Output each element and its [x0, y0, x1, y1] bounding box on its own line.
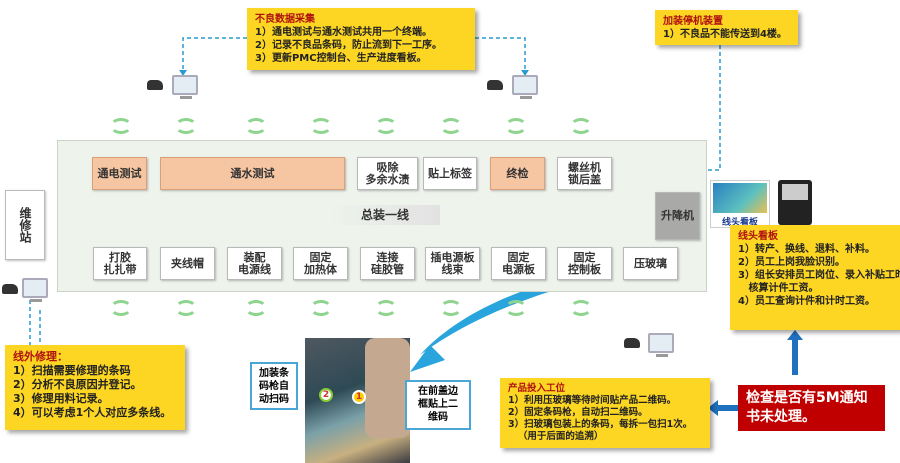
- callout-qrcode: 在前盖边 框贴上二 维码: [405, 380, 471, 430]
- scanner-icon: [147, 80, 163, 90]
- station[interactable]: 插电源板 线束: [425, 247, 480, 280]
- note-line: 1）扫描需要修理的条码: [13, 364, 131, 377]
- note-line: 1）通电测试与通水测试共用一个终端。: [255, 27, 432, 38]
- alert-box: 检查是否有5M通知书未处理。: [738, 385, 885, 431]
- repair-station[interactable]: 维修站: [5, 190, 45, 260]
- note-stop-device: 加装停机装置 1）不良品不能传送到4楼。: [655, 10, 798, 45]
- marker-2: 2: [319, 388, 333, 402]
- note-line: 1）转产、换线、退料、补料。: [738, 244, 875, 255]
- station[interactable]: 打胶 扎扎带: [93, 247, 147, 280]
- note-input-station: 产品投入工位 1）利用压玻璃等待时间贴产品二维码。 2）固定条码枪，自动扫二维码…: [500, 378, 710, 448]
- scanner-icon: [624, 338, 640, 348]
- kanban-image: 线头看板: [710, 180, 770, 228]
- note-line: 2）记录不良品条码，防止流到下一工序。: [255, 40, 442, 51]
- monitor-icon: [22, 278, 48, 302]
- note-line: （用于后面的追溯）: [508, 431, 604, 442]
- station[interactable]: 贴上标签: [423, 157, 477, 190]
- note-line: 核算计件工资。: [738, 283, 819, 294]
- worker-position-icon: [375, 300, 397, 316]
- worker-position-icon: [440, 300, 462, 316]
- lift-station[interactable]: 升降机: [655, 192, 700, 240]
- note-title: 线头看板: [738, 231, 778, 242]
- station[interactable]: 压玻璃: [623, 247, 678, 280]
- fingerprint-device-icon: [778, 180, 812, 225]
- station[interactable]: 装配 电源线: [227, 247, 282, 280]
- worker-position-icon: [245, 300, 267, 316]
- note-line: 2）固定条码枪，自动扫二维码。: [508, 407, 648, 418]
- note-line: 1）不良品不能传送到4楼。: [663, 29, 787, 40]
- worker-position-icon: [440, 118, 462, 134]
- worker-position-icon: [110, 300, 132, 316]
- note-line: 3）修理用料记录。: [13, 392, 109, 405]
- note-title: 产品投入工位: [508, 383, 566, 394]
- note-line: 4）员工查询计件和计时工资。: [738, 296, 875, 307]
- kanban-label: 线头看板: [721, 218, 758, 228]
- worker-position-icon: [310, 118, 332, 134]
- note-line: 3）扫玻璃包装上的条码，每拆一包扫1次。: [508, 419, 693, 430]
- note-offline-repair: 线外修理： 1）扫描需要修理的条码 2）分析不良原因并登记。 3）修理用料记录。…: [5, 345, 185, 430]
- worker-position-icon: [175, 300, 197, 316]
- worker-position-icon: [310, 300, 332, 316]
- station[interactable]: 固定 控制板: [557, 247, 612, 280]
- station[interactable]: 螺丝机 锁后盖: [557, 157, 612, 190]
- worker-position-icon: [375, 118, 397, 134]
- monitor-icon: [512, 75, 538, 99]
- station[interactable]: 夹线帽: [160, 247, 215, 280]
- worker-position-icon: [175, 118, 197, 134]
- scanner-icon: [487, 80, 503, 90]
- line-title: 总装一线: [330, 205, 440, 225]
- station[interactable]: 终检: [490, 157, 545, 190]
- worker-position-icon: [570, 300, 592, 316]
- worker-position-icon: [110, 118, 132, 134]
- station[interactable]: 通电测试: [92, 157, 147, 190]
- station[interactable]: 固定 电源板: [491, 247, 546, 280]
- note-line: 2）员工上岗我脸识别。: [738, 257, 845, 268]
- callout-scanner: 加装条 码枪自 动扫码: [250, 362, 298, 410]
- worker-position-icon: [245, 118, 267, 134]
- scanner-icon: [2, 284, 18, 294]
- station[interactable]: 通水测试: [160, 157, 345, 190]
- monitor-icon: [648, 333, 674, 357]
- station[interactable]: 固定 加热体: [293, 247, 348, 280]
- note-line: 1）利用压玻璃等待时间贴产品二维码。: [508, 395, 677, 406]
- note-title: 线外修理：: [13, 350, 68, 363]
- note-line-kanban: 线头看板 1）转产、换线、退料、补料。 2）员工上岗我脸识别。 3）组长安排员工…: [730, 225, 900, 330]
- worker-position-icon: [570, 118, 592, 134]
- note-line: 2）分析不良原因并登记。: [13, 378, 142, 391]
- note-defect-data: 不良数据采集 1）通电测试与通水测试共用一个终端。 2）记录不良品条码，防止流到…: [247, 8, 475, 70]
- product-photo: 2 1: [305, 338, 410, 463]
- worker-position-icon: [505, 118, 527, 134]
- note-line: 3）组长安排员工岗位、录入补贴工时、: [738, 270, 900, 281]
- station[interactable]: 吸除 多余水渍: [357, 157, 418, 190]
- marker-1: 1: [352, 390, 366, 404]
- note-title: 不良数据采集: [255, 14, 315, 25]
- monitor-icon: [172, 75, 198, 99]
- station[interactable]: 连接 硅胶管: [360, 247, 415, 280]
- worker-position-icon: [505, 300, 527, 316]
- note-line: 4）可以考虑1个人对应多条线。: [13, 406, 172, 419]
- note-line: 3）更新PMC控制台、生产进度看板。: [255, 53, 427, 64]
- note-title: 加装停机装置: [663, 16, 723, 27]
